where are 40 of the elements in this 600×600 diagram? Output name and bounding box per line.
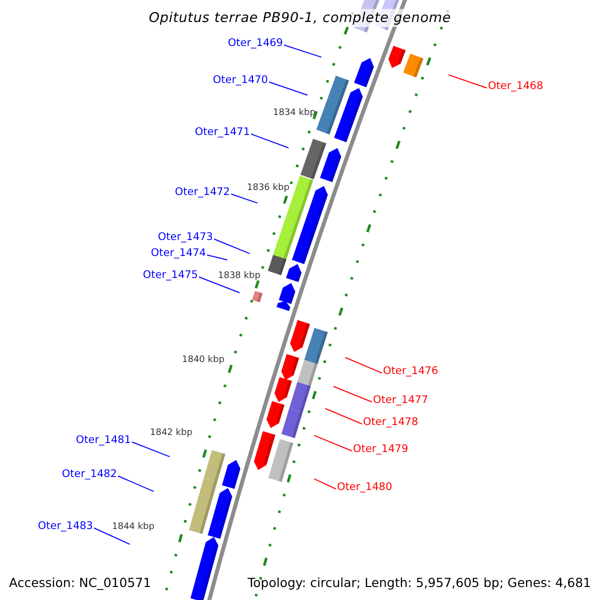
gene-label: Oter_1474 — [150, 246, 206, 260]
footer-text: Topology: circular; Length: 5,957,605 bp; Genes: 4,681 — [248, 574, 591, 590]
leader-line — [206, 254, 228, 260]
leader-line — [344, 357, 382, 374]
footer-text: Accession: NC_010571 — [9, 574, 152, 590]
leader-line — [314, 434, 352, 452]
gene-label: Oter_1480 — [337, 480, 392, 494]
leader-line — [268, 82, 308, 96]
scale-label: 1838 kbp — [218, 270, 260, 282]
leader-line — [284, 44, 322, 58]
gene-label: Oter_1483 — [38, 520, 93, 532]
scale-label: 1840 kbp — [182, 354, 224, 366]
leader-line — [94, 528, 130, 545]
leader-line — [250, 134, 290, 148]
scale-label: 1842 kbp — [150, 428, 192, 438]
gene-label: Oter_1482 — [62, 468, 117, 480]
gene-label: Oter_1477 — [373, 394, 428, 406]
scale-label: 1844 kbp — [112, 522, 154, 532]
leader-line — [198, 276, 240, 294]
leader-line — [132, 442, 170, 458]
leader-line — [314, 478, 336, 490]
gene-label: Oter_1475 — [142, 268, 198, 282]
leader-line — [214, 238, 250, 254]
gene-label: Oter_1469 — [228, 36, 283, 50]
leader-line — [332, 386, 372, 402]
gene-label: Oter_1468 — [488, 80, 544, 92]
scale-label: 1836 kbp — [247, 182, 290, 194]
leader-line — [448, 74, 488, 88]
gene-label: Oter_1470 — [212, 74, 268, 86]
leader-line — [230, 194, 258, 204]
gene-label: Oter_1471 — [194, 126, 250, 138]
leader-line — [324, 408, 362, 424]
gene-label: Oter_1476 — [383, 364, 438, 378]
leader-line — [118, 476, 154, 492]
scale-label: 1834 kbp — [273, 108, 316, 118]
gene-label: Oter_1479 — [353, 442, 408, 456]
gene-label: Oter_1478 — [363, 416, 418, 428]
gene-label: Oter_1481 — [76, 434, 131, 446]
gene-label: Oter_1472 — [174, 186, 230, 198]
gene-label: Oter_1473 — [158, 230, 213, 244]
